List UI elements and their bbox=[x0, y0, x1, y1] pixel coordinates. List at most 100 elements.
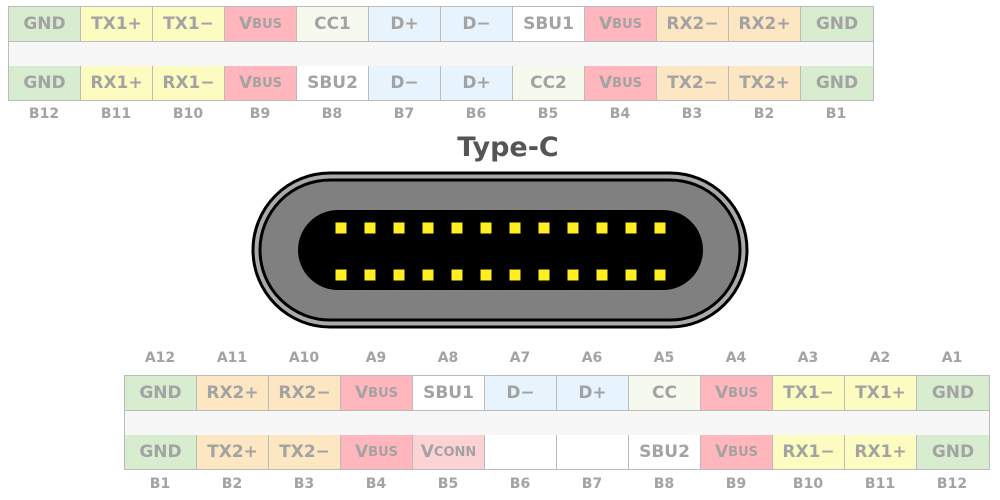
pin-cell-sbu1: SBU1 bbox=[413, 376, 485, 410]
contact-pin bbox=[334, 268, 348, 282]
pin-number-label: A7 bbox=[509, 350, 531, 366]
signal-subscript: BUS bbox=[728, 385, 758, 401]
signal-name: CC1 bbox=[314, 14, 351, 34]
pin-cell-d-: D− bbox=[485, 376, 557, 410]
contact-pin bbox=[595, 268, 609, 282]
pin-cell-tx1-: TX1+ bbox=[81, 7, 153, 41]
connector-tongue bbox=[298, 210, 703, 290]
pin-cell-tx1-: TX1+ bbox=[845, 376, 917, 410]
pin-number-label: B5 bbox=[437, 476, 459, 492]
signal-name: TX1+ bbox=[91, 14, 142, 34]
signal-name: V bbox=[715, 383, 729, 403]
signal-subscript: CONN bbox=[433, 444, 477, 460]
row-gap bbox=[125, 410, 989, 436]
pin-cell-gnd: GND bbox=[9, 7, 81, 41]
signal-name: GND bbox=[139, 442, 182, 462]
contact-pin bbox=[653, 268, 667, 282]
signal-name: V bbox=[355, 383, 369, 403]
usb-type-c-connector-illustration bbox=[251, 171, 749, 329]
contact-pin bbox=[624, 221, 638, 235]
signal-name: GND bbox=[139, 383, 182, 403]
contact-pin bbox=[479, 221, 493, 235]
signal-name: TX2− bbox=[667, 73, 718, 93]
pin-number-label: A6 bbox=[581, 350, 603, 366]
signal-name: RX2− bbox=[278, 383, 331, 403]
pin-cell-gnd: GND bbox=[9, 66, 81, 100]
pin-number-label: B11 bbox=[864, 476, 896, 492]
pin-cell-cc: CC bbox=[629, 376, 701, 410]
contact-pin bbox=[479, 268, 493, 282]
signal-name: TX2+ bbox=[207, 442, 258, 462]
pin-number-label: B2 bbox=[753, 106, 775, 122]
signal-name: GND bbox=[23, 14, 66, 34]
pin-number-label: A10 bbox=[288, 350, 320, 366]
signal-name: V bbox=[420, 442, 434, 462]
pin-number-label: A4 bbox=[725, 350, 747, 366]
contact-pin bbox=[624, 268, 638, 282]
signal-name: RX1− bbox=[162, 73, 215, 93]
signal-subscript: BUS bbox=[612, 75, 642, 91]
pin-cell-tx2-: TX2− bbox=[657, 66, 729, 100]
pin-cell-tx1-: TX1− bbox=[153, 7, 225, 41]
signal-name: D− bbox=[390, 73, 419, 93]
signal-name: V bbox=[355, 442, 369, 462]
signal-name: V bbox=[599, 73, 613, 93]
pin-number-label: A3 bbox=[797, 350, 819, 366]
signal-name: TX2+ bbox=[739, 73, 790, 93]
signal-name: SBU2 bbox=[307, 73, 358, 93]
pin-number-label: B8 bbox=[653, 476, 675, 492]
pin-cell-cc1: CC1 bbox=[297, 7, 369, 41]
pin-cell-gnd: GND bbox=[801, 7, 873, 41]
signal-name: SBU1 bbox=[523, 14, 574, 34]
pin-number-label: B1 bbox=[825, 106, 847, 122]
signal-name: SBU1 bbox=[423, 383, 474, 403]
pin-cell-rx2-: RX2+ bbox=[729, 7, 801, 41]
pin-cell-empty bbox=[485, 435, 557, 469]
pin-cell-empty bbox=[557, 435, 629, 469]
contact-pin bbox=[566, 221, 580, 235]
pin-cell-d-: D− bbox=[441, 7, 513, 41]
signal-subscript: BUS bbox=[368, 444, 398, 460]
pin-number-label: B4 bbox=[609, 106, 631, 122]
contact-pin bbox=[508, 221, 522, 235]
signal-name: TX1+ bbox=[855, 383, 906, 403]
signal-name: RX1+ bbox=[90, 73, 143, 93]
signal-name: GND bbox=[23, 73, 66, 93]
pin-cell-sbu1: SBU1 bbox=[513, 7, 585, 41]
pin-number-label: B7 bbox=[581, 476, 603, 492]
signal-name: D+ bbox=[578, 383, 607, 403]
pin-cell-gnd: GND bbox=[801, 66, 873, 100]
pin-number-label: B6 bbox=[465, 106, 487, 122]
pin-cell-tx2-: TX2+ bbox=[729, 66, 801, 100]
pin-cell-rx1-: RX1− bbox=[773, 435, 845, 469]
signal-name: V bbox=[239, 14, 253, 34]
pin-number-label: B10 bbox=[172, 106, 204, 122]
signal-name: CC2 bbox=[530, 73, 567, 93]
pin-number-label: B12 bbox=[936, 476, 968, 492]
pin-number-label: B10 bbox=[792, 476, 824, 492]
contact-pin bbox=[537, 268, 551, 282]
pin-cell-gnd: GND bbox=[125, 435, 197, 469]
pin-cell-sbu2: SBU2 bbox=[629, 435, 701, 469]
signal-name: D− bbox=[506, 383, 535, 403]
pin-cell-d-: D+ bbox=[557, 376, 629, 410]
signal-name: SBU2 bbox=[639, 442, 690, 462]
pin-number-label: A9 bbox=[365, 350, 387, 366]
pin-cell-d-: D+ bbox=[369, 7, 441, 41]
pin-number-label: B5 bbox=[537, 106, 559, 122]
contact-pin bbox=[392, 268, 406, 282]
contact-pin bbox=[392, 221, 406, 235]
pin-cell-rx2-: RX2+ bbox=[197, 376, 269, 410]
pin-number-label: B11 bbox=[100, 106, 132, 122]
pin-number-label: A1 bbox=[941, 350, 963, 366]
signal-subscript: BUS bbox=[728, 444, 758, 460]
signal-subscript: BUS bbox=[252, 75, 282, 91]
